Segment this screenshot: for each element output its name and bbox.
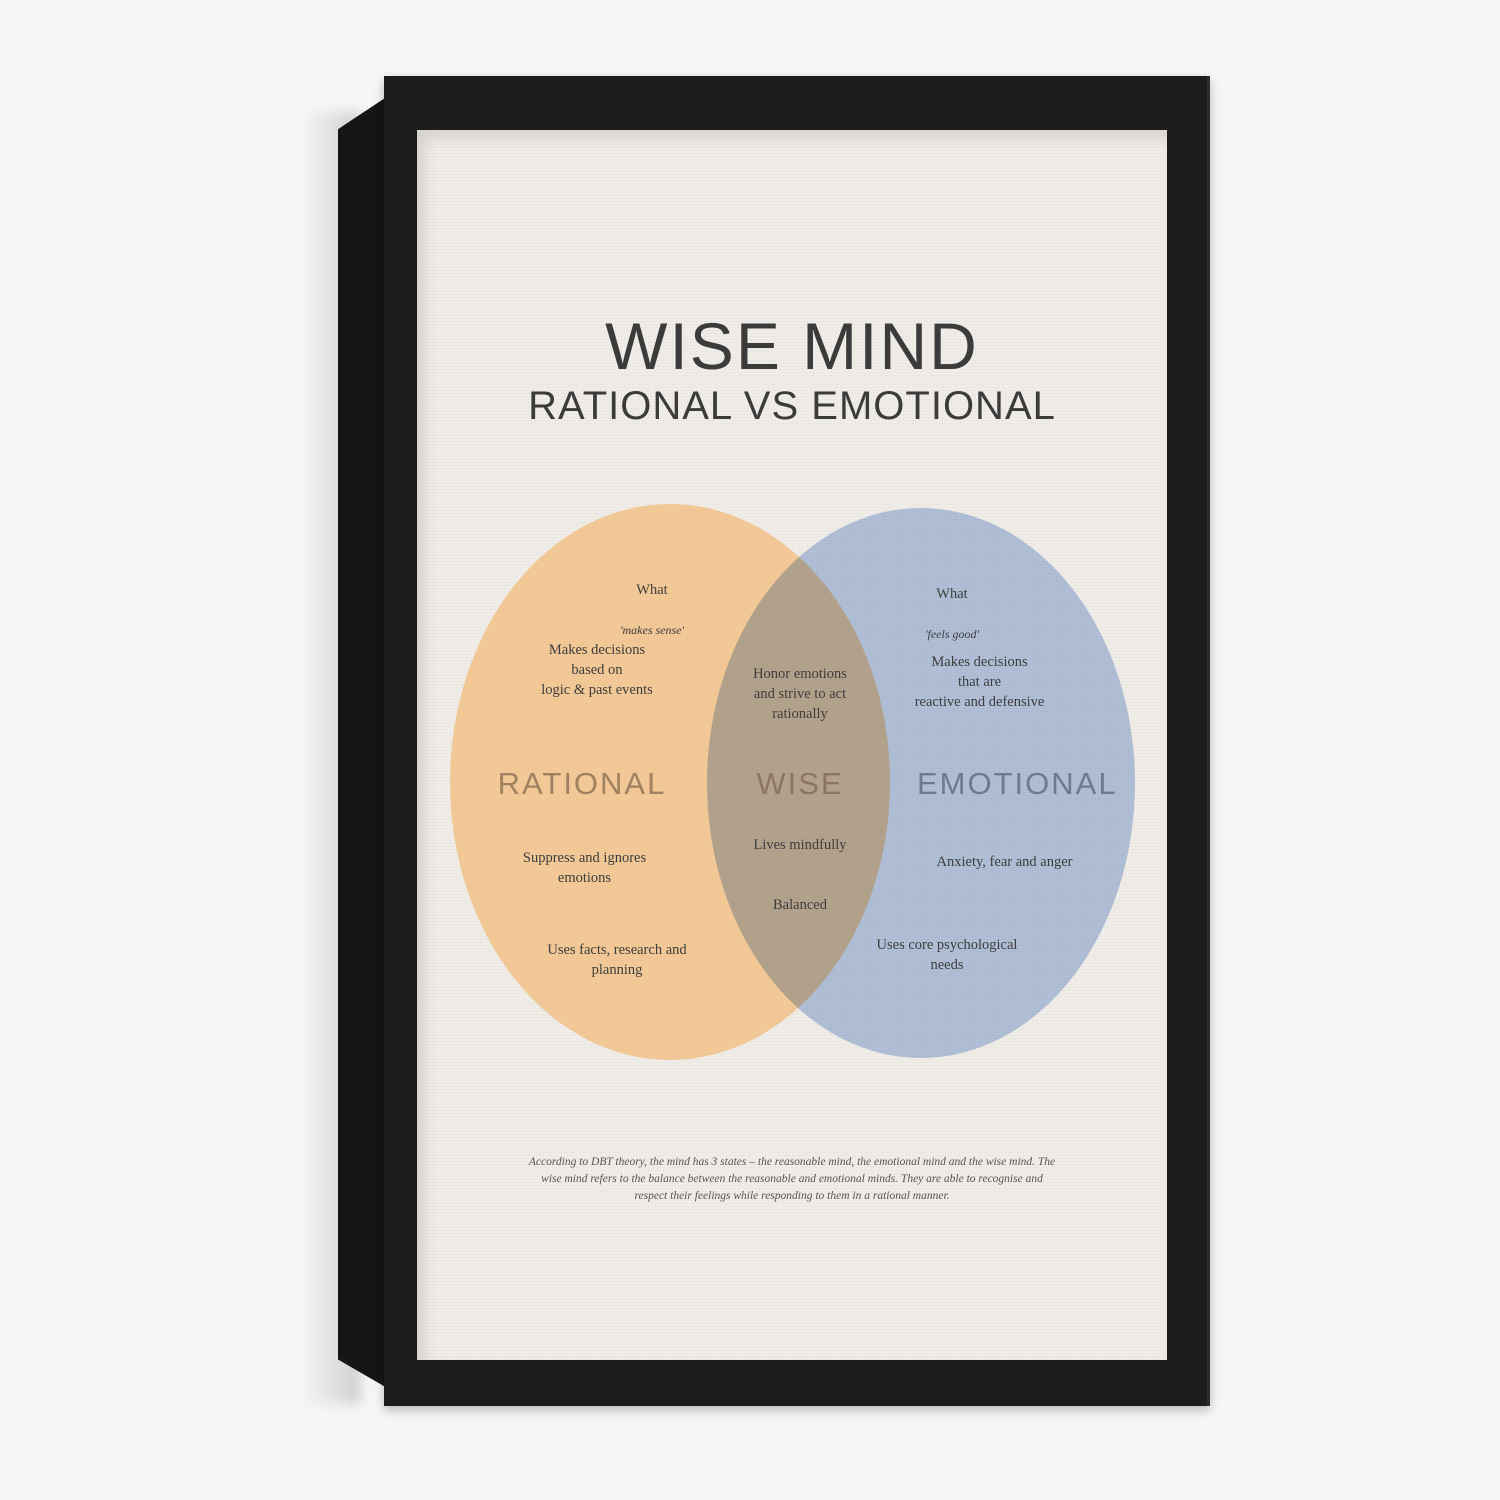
rational-uses: Uses facts, research and planning: [547, 942, 687, 978]
rational-decisions: Makes decisions based on logic & past ev…: [541, 642, 653, 698]
poster-caption: According to DBT theory, the mind has 3 …: [528, 1156, 1056, 1202]
rational-what: What 'makes sense': [619, 582, 685, 637]
rational-label: RATIONAL: [497, 766, 667, 801]
wise-balanced: Balanced: [773, 897, 827, 913]
emotional-circle: [707, 508, 1135, 1058]
emotional-label: EMOTIONAL: [917, 766, 1118, 801]
poster-title: WISE MIND: [605, 309, 979, 383]
poster-subtitle: RATIONAL VS EMOTIONAL: [528, 384, 1056, 428]
rational-suppress: Suppress and ignores emotions: [522, 850, 647, 886]
wise-honor: Honor emotions and strive to act rationa…: [753, 666, 847, 722]
emotional-uses: Uses core psychological needs: [876, 937, 1018, 973]
emotional-anxiety: Anxiety, fear and anger: [936, 854, 1073, 870]
emotional-decisions: Makes decisions that are reactive and de…: [914, 654, 1045, 710]
wise-label: WISE: [756, 766, 844, 801]
poster-canvas: WISE MIND RATIONAL VS EMOTIONAL What 'ma…: [417, 130, 1167, 1360]
emotional-what: What 'feels good': [924, 586, 980, 641]
wise-lives: Lives mindfully: [753, 837, 847, 853]
